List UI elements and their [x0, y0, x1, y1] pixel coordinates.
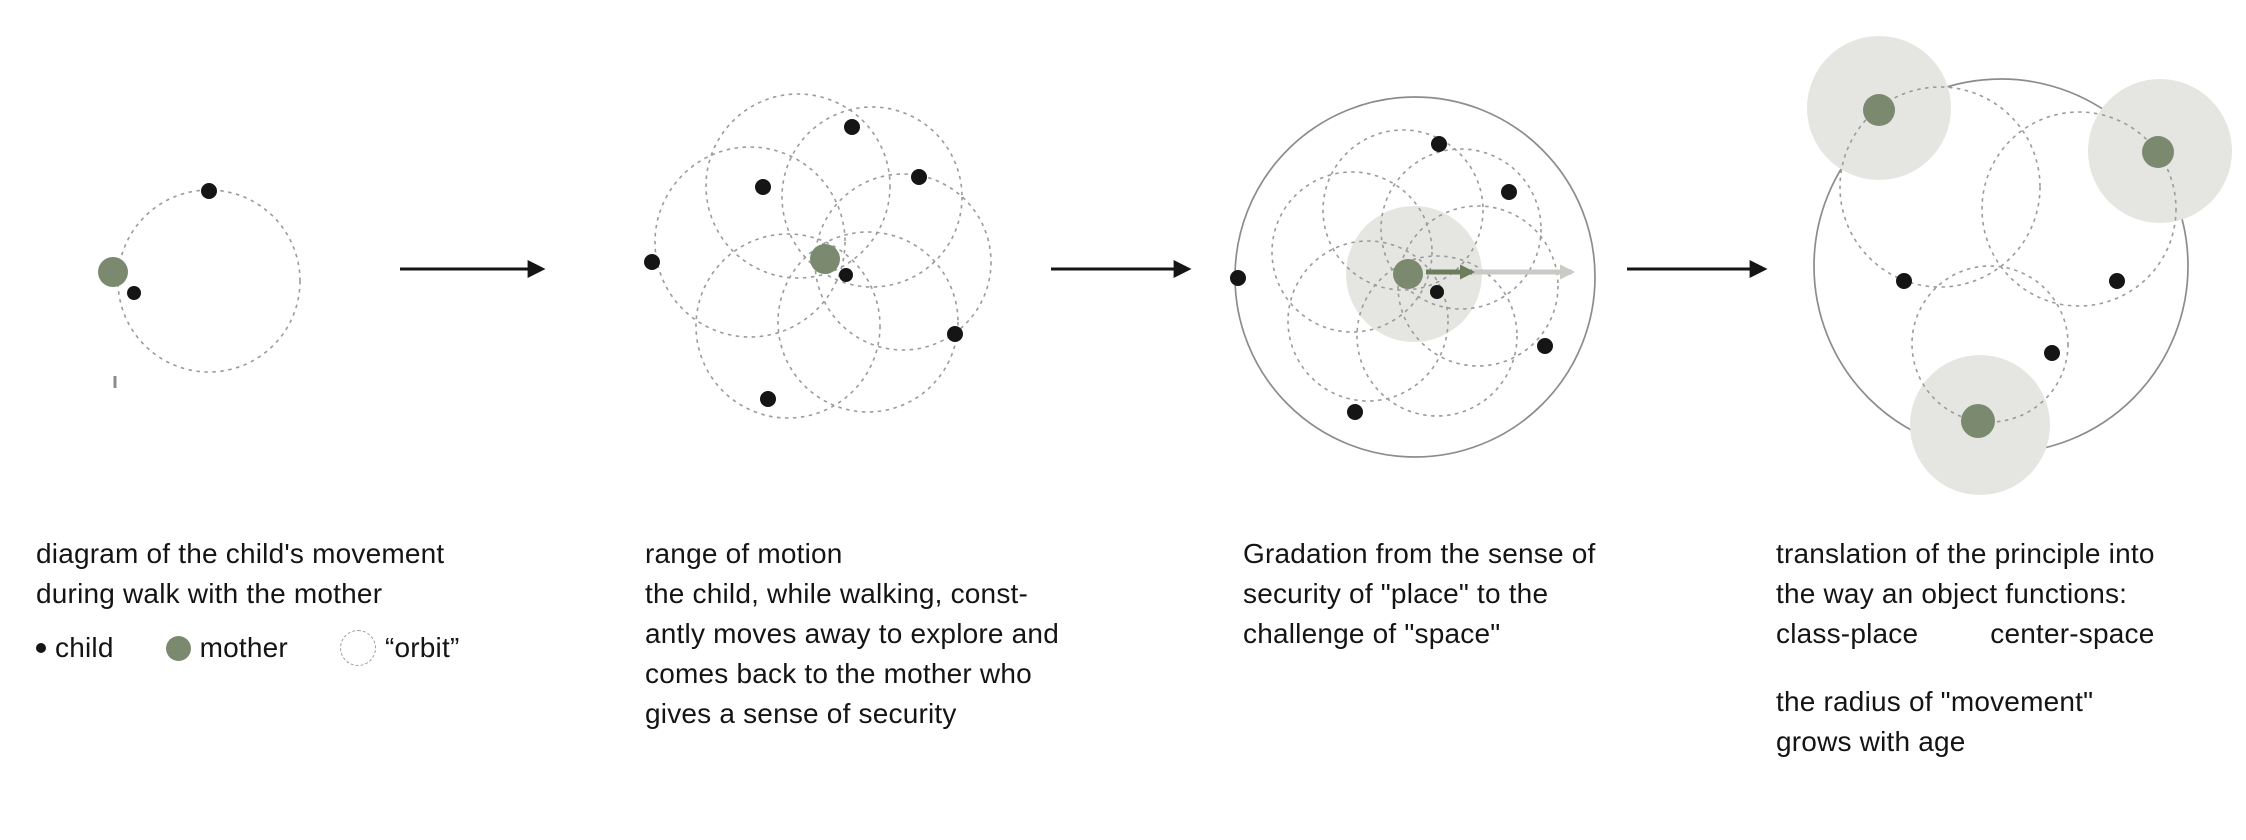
caption-line: diagram of the child's movement [36, 538, 445, 569]
orbit-circle [1356, 255, 1518, 417]
caption-line: antly moves away to explore and [645, 618, 1059, 649]
center-space-label: center-space [1990, 618, 2155, 649]
child-dot [755, 179, 771, 195]
legend-item-orbit: “orbit” [339, 628, 460, 668]
child-dot [644, 254, 660, 270]
orbit-circle [1981, 111, 2177, 307]
mother-dot [1863, 94, 1895, 126]
caption-line: comes back to the mother who [645, 658, 1032, 689]
mother-dot [1961, 404, 1995, 438]
caption-line: Gradation from the sense of [1243, 538, 1596, 569]
orbit-circle-icon [339, 630, 376, 666]
child-dot [1896, 273, 1912, 289]
caption-line: range of motion [645, 538, 843, 569]
child-dot-icon [36, 643, 46, 653]
child-dot [1537, 338, 1553, 354]
mother-dot [1393, 259, 1423, 289]
legend-item-mother: mother [165, 628, 288, 668]
child-dot [1230, 270, 1246, 286]
mother-dot [2142, 136, 2174, 168]
diagram-canvas [98, 36, 2232, 495]
caption-line: the child, while walking, const- [645, 578, 1029, 609]
orbit-circle [695, 233, 881, 419]
mother-dot-icon [165, 635, 191, 661]
caption-panel-4: translation of the principle into the wa… [1776, 534, 2155, 762]
orbit-circle [777, 231, 959, 413]
child-dot [127, 286, 141, 300]
orbit-circle [654, 146, 846, 338]
child-dot [839, 268, 853, 282]
mother-dot [810, 244, 840, 274]
legend: child mother “orbit” [36, 628, 459, 668]
child-dot [947, 326, 963, 342]
orbit-circle [781, 106, 963, 288]
caption-panel-1: diagram of the child's movement during w… [36, 534, 459, 668]
legend-item-child: child [36, 628, 114, 668]
panel-object-function [1807, 36, 2232, 495]
panel-walk-diagram [98, 183, 301, 388]
legend-label-orbit: “orbit” [384, 632, 460, 663]
caption-line: gives a sense of security [645, 698, 957, 729]
orbit-circle [1322, 129, 1484, 291]
class-place-label: class-place [1776, 618, 1919, 649]
caption-line: grows with age [1776, 726, 1966, 757]
child-dot [201, 183, 217, 199]
orbit-circle [1839, 86, 2041, 288]
caption-line: challenge of "space" [1243, 618, 1501, 649]
orbit-circle [1397, 205, 1559, 367]
caption-panel-3: Gradation from the sense of security of … [1243, 534, 1595, 654]
legend-label-mother: mother [199, 632, 288, 663]
child-dot [760, 391, 776, 407]
orbit-circle [1287, 240, 1449, 402]
orbit-circle [1271, 171, 1433, 333]
child-dot [1430, 285, 1444, 299]
child-dot [2109, 273, 2125, 289]
child-dot [1347, 404, 1363, 420]
caption-line: the radius of "movement" [1776, 686, 2094, 717]
orbit-circle [1380, 148, 1542, 310]
orbit-circle [705, 93, 891, 279]
caption-line: translation of the principle into [1776, 538, 2155, 569]
panel-range-of-motion [644, 93, 992, 419]
legend-label-child: child [55, 632, 114, 663]
caption-panel-2: range of motion the child, while walking… [645, 534, 1059, 734]
caption-line: security of "place" to the [1243, 578, 1549, 609]
caption-pair: class-place center-space [1776, 614, 2155, 654]
child-dot [844, 119, 860, 135]
child-dot [1431, 136, 1447, 152]
orbit-circle [117, 189, 301, 373]
caption-line: during walk with the mother [36, 578, 383, 609]
child-dot [1501, 184, 1517, 200]
mother-dot [98, 257, 128, 287]
panel-gradation-place-space [1230, 96, 1596, 458]
child-dot [911, 169, 927, 185]
child-dot [2044, 345, 2060, 361]
orbit-circle [814, 173, 992, 351]
caption-panel-4-note: the radius of "movement" grows with age [1776, 682, 2155, 762]
caption-line: the way an object functions: [1776, 578, 2128, 609]
